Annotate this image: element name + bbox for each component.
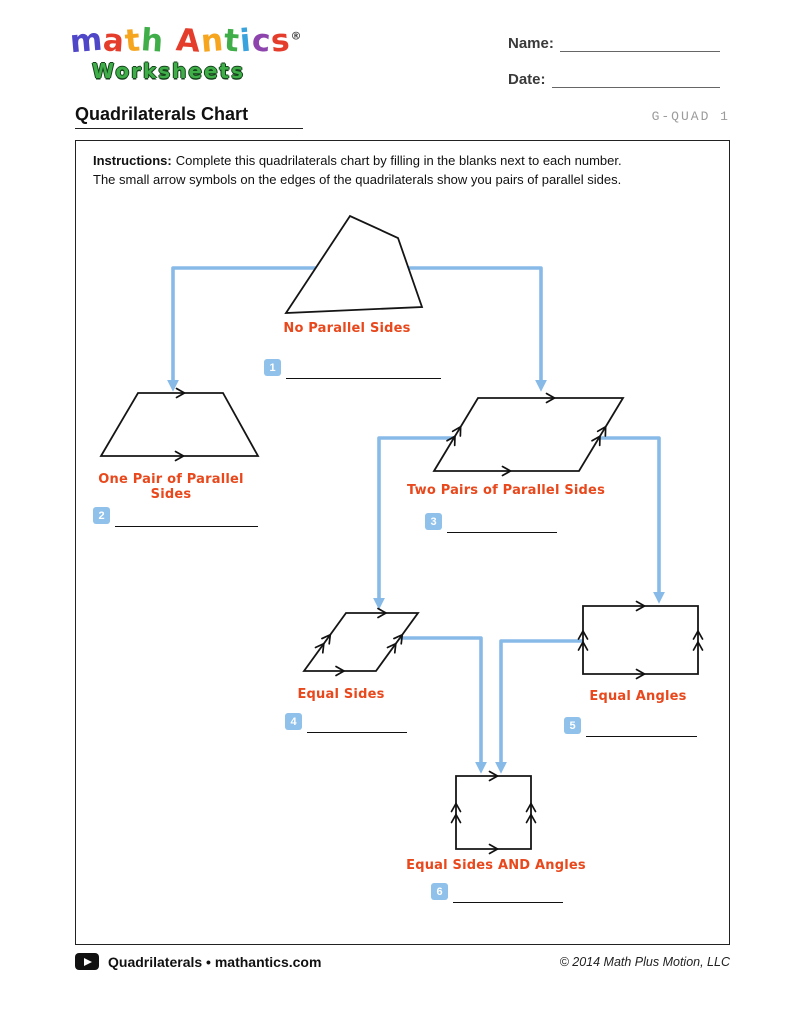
logo-word-math: math — [68, 21, 166, 61]
shape-square — [455, 775, 532, 850]
label-two-pairs-parallel: Two Pairs of Parallel Sides — [406, 483, 606, 498]
logo-letter: m — [68, 21, 105, 61]
flow-arrow-5 — [394, 636, 487, 774]
play-icon — [75, 953, 99, 970]
parallel-mark-icon — [577, 641, 589, 651]
flow-arrow-1 — [167, 266, 326, 392]
name-fill-line[interactable] — [559, 34, 720, 52]
parallel-mark-icon — [386, 642, 397, 654]
flow-arrow-6 — [495, 639, 586, 774]
answer-line-2[interactable] — [115, 507, 258, 527]
parallel-mark-icon — [450, 802, 462, 813]
answer-line-1[interactable] — [286, 359, 441, 379]
quadrilaterals-flowchart — [99, 214, 704, 855]
parallel-mark-icon — [393, 633, 404, 645]
label-no-parallel-sides: No Parallel Sides — [283, 321, 411, 336]
parallel-mark-icon — [377, 607, 387, 619]
footer: Quadrilaterals • mathantics.com © 2014 M… — [75, 953, 730, 970]
footer-site-text: Quadrilaterals • mathantics.com — [108, 953, 322, 970]
parallel-mark-icon — [446, 435, 456, 447]
logo-letter: n — [199, 22, 226, 60]
parallel-mark-icon — [635, 600, 646, 612]
flow-arrow-2 — [401, 266, 547, 392]
logo-letter: s — [269, 22, 293, 60]
parallel-mark-icon — [596, 425, 607, 437]
parallel-mark-icon — [451, 425, 462, 437]
logo-subtitle: Worksheets — [92, 59, 245, 83]
shape-trapezoid — [99, 392, 260, 457]
label-one-pair-parallel: One Pair of Parallel Sides — [98, 472, 244, 502]
parallel-mark-icon — [525, 813, 537, 824]
number-badge-3: 3 — [425, 513, 442, 530]
parallel-mark-icon — [692, 630, 704, 640]
answer-blank-6: 6 — [431, 883, 563, 903]
parallel-mark-icon — [501, 465, 512, 477]
shape-parallelogram — [432, 397, 625, 472]
shape-rectangle — [582, 605, 699, 675]
number-badge-1: 1 — [264, 359, 281, 376]
registered-mark-icon: ® — [290, 29, 303, 43]
worksheet-code: G-QUAD 1 — [651, 109, 730, 124]
answer-blank-3: 3 — [425, 513, 557, 533]
page-title: Quadrilaterals Chart — [75, 104, 304, 129]
answer-line-4[interactable] — [307, 713, 407, 733]
footer-copyright: © 2014 Math Plus Motion, LLC — [559, 954, 730, 969]
parallel-mark-icon — [525, 802, 537, 813]
logo-letter: c — [250, 22, 273, 60]
logo-letter: a — [102, 22, 127, 60]
answer-blank-2: 2 — [93, 507, 258, 527]
footer-left: Quadrilaterals • mathantics.com — [75, 953, 321, 970]
parallel-mark-icon — [450, 813, 462, 824]
parallel-mark-icon — [321, 633, 332, 645]
parallel-mark-icon — [635, 668, 646, 680]
answer-line-6[interactable] — [453, 883, 563, 903]
number-badge-4: 4 — [285, 713, 302, 730]
parallel-mark-icon — [488, 770, 499, 782]
parallel-mark-icon — [591, 435, 601, 447]
name-field-row: Name: — [508, 34, 720, 52]
flow-arrow-3 — [373, 436, 461, 610]
instructions: Instructions:Complete this quadrilateral… — [93, 152, 715, 190]
logo-letter: A — [174, 22, 203, 60]
number-badge-5: 5 — [564, 717, 581, 734]
answer-line-3[interactable] — [447, 513, 557, 533]
number-badge-2: 2 — [93, 507, 110, 524]
shape-rhombus — [302, 612, 420, 672]
parallel-mark-icon — [545, 392, 556, 404]
answer-blank-4: 4 — [285, 713, 407, 733]
title-row: Quadrilaterals Chart G-QUAD 1 — [75, 104, 730, 129]
logo-word-antics: Antics — [174, 22, 293, 60]
worksheet-frame: Instructions:Complete this quadrilateral… — [75, 140, 730, 945]
parallel-mark-icon — [174, 450, 185, 462]
answer-blank-5: 5 — [564, 717, 697, 737]
answer-line-5[interactable] — [586, 717, 697, 737]
flow-arrow-4 — [592, 436, 665, 604]
instructions-line2: The small arrow symbols on the edges of … — [93, 171, 622, 187]
parallel-mark-icon — [488, 843, 499, 855]
parallel-mark-icon — [314, 642, 325, 654]
instructions-line1: Complete this quadrilaterals chart by fi… — [175, 153, 622, 168]
parallel-mark-icon — [335, 665, 345, 677]
parallel-mark-icon — [577, 630, 589, 640]
parallel-mark-icon — [692, 641, 704, 651]
label-equal-angles: Equal Angles — [589, 689, 687, 704]
instructions-label: Instructions: — [93, 153, 172, 168]
logo-letter: h — [139, 22, 166, 60]
date-fill-line[interactable] — [551, 70, 720, 88]
label-equal-sides: Equal Sides — [297, 687, 385, 702]
shape-quadrilateral — [284, 214, 424, 314]
date-field-row: Date: — [508, 70, 720, 88]
date-label: Date: — [508, 71, 546, 88]
answer-blank-1: 1 — [264, 359, 441, 379]
name-label: Name: — [508, 35, 554, 52]
play-triangle-icon — [84, 957, 92, 966]
parallel-mark-icon — [175, 387, 186, 399]
number-badge-6: 6 — [431, 883, 448, 900]
label-equal-sides-angles: Equal Sides AND Angles — [406, 858, 586, 873]
